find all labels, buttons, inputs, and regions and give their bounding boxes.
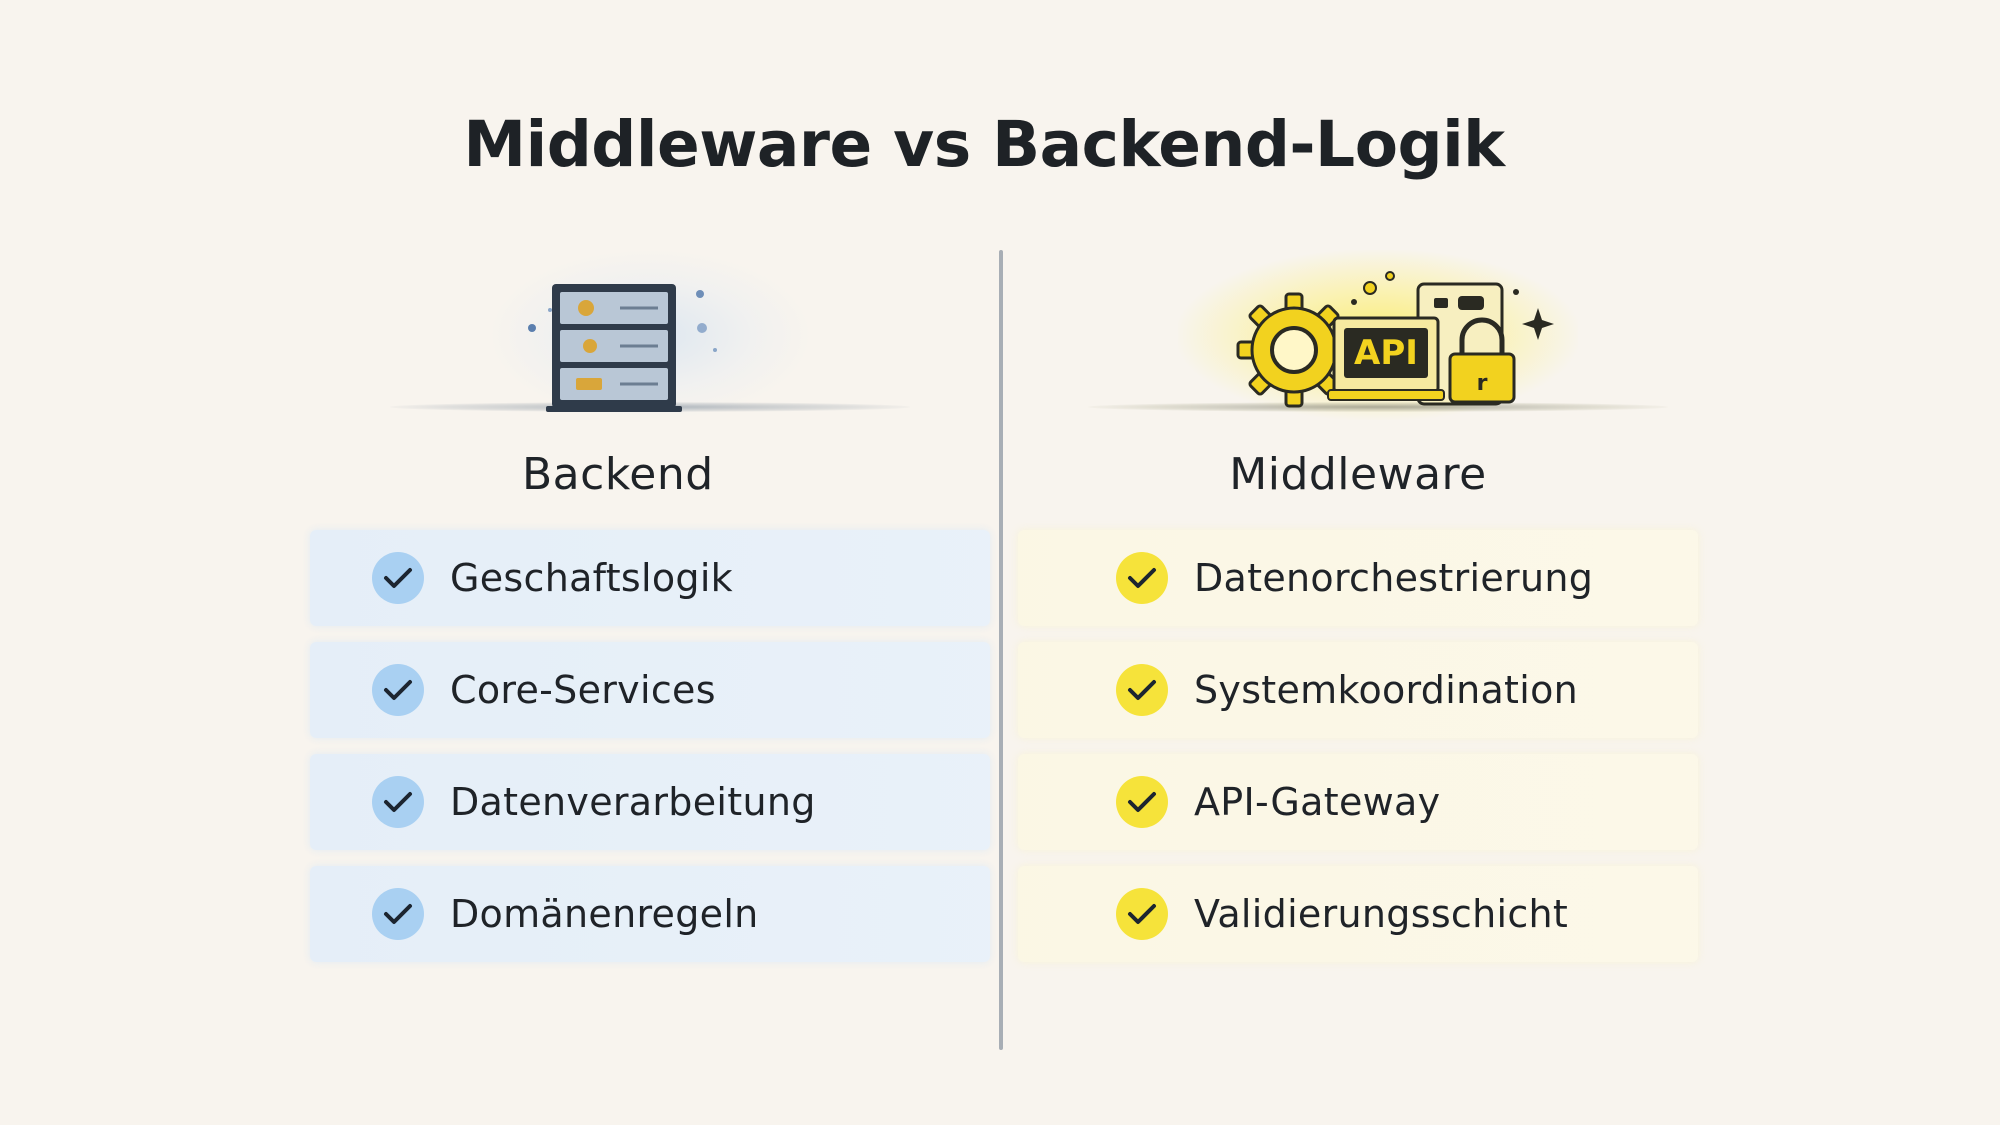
list-item-label: API-Gateway (1194, 780, 1441, 824)
list-item: Systemkoordination (1018, 642, 1698, 738)
checkmark-icon (372, 552, 424, 604)
checkmark-icon (372, 664, 424, 716)
list-item: Geschaftslogik (310, 530, 990, 626)
list-item: API-Gateway (1018, 754, 1698, 850)
page-title: Middleware vs Backend-Logik (463, 108, 1505, 181)
list-item-label: Datenorchestrierung (1194, 556, 1594, 600)
checkmark-icon (372, 888, 424, 940)
checkmark-icon (1116, 888, 1168, 940)
list-item: Datenorchestrierung (1018, 530, 1698, 626)
list-item: Datenverarbeitung (310, 754, 990, 850)
list-item-label: Systemkoordination (1194, 668, 1579, 712)
checkmark-icon (1116, 552, 1168, 604)
list-item: Core-Services (310, 642, 990, 738)
list-item-label: Geschaftslogik (450, 556, 733, 600)
backend-illustration (310, 250, 990, 420)
checkmark-icon (372, 776, 424, 828)
list-item: Validierungsschicht (1018, 866, 1698, 962)
middleware-column: API r Middleware Datenorchestrierung Sys… (1018, 250, 1698, 978)
list-item: Domänenregeln (310, 866, 990, 962)
server-rack-icon (528, 284, 717, 412)
list-item-label: Core-Services (450, 668, 716, 712)
backend-heading: Backend (522, 449, 714, 500)
list-item-label: Validierungsschicht (1194, 892, 1569, 936)
column-divider (999, 250, 1003, 1050)
checkmark-icon (1116, 776, 1168, 828)
api-gear-lock-icon: API r (1236, 271, 1554, 408)
svg-text:r: r (1477, 371, 1488, 396)
svg-text:API: API (1354, 333, 1418, 373)
backend-column: Backend Geschaftslogik Core-Services Dat… (310, 250, 990, 978)
list-item-label: Domänenregeln (450, 892, 759, 936)
middleware-heading: Middleware (1229, 449, 1487, 500)
middleware-illustration: API r (1018, 250, 1698, 420)
checkmark-icon (1116, 664, 1168, 716)
list-item-label: Datenverarbeitung (450, 780, 816, 824)
